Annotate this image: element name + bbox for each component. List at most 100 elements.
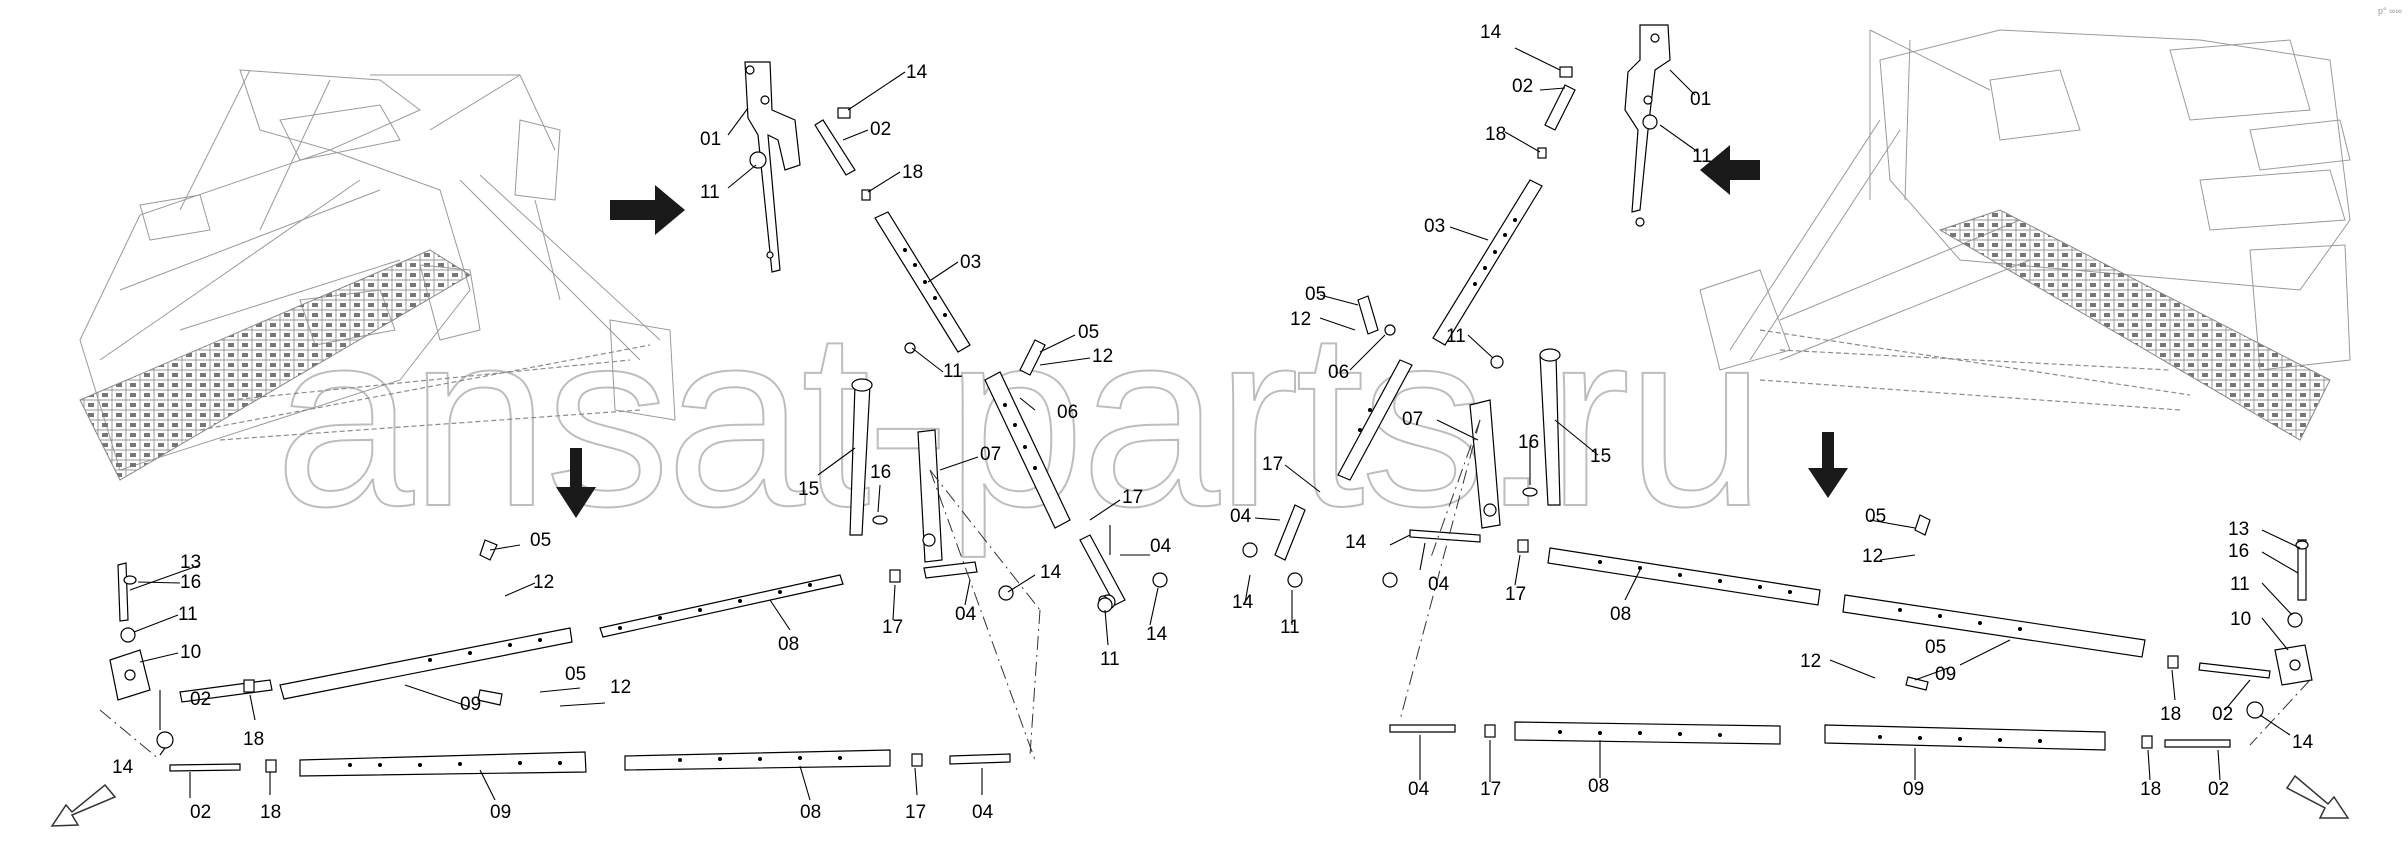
- callout-14: 14: [1146, 624, 1168, 645]
- callout-11: 11: [1446, 326, 1466, 347]
- part-01-bracket-right: [1624, 24, 1671, 227]
- part-07-right: [1469, 399, 1501, 529]
- callout-14: 14: [1232, 592, 1254, 613]
- construction-lines-left: [99, 469, 1041, 761]
- part-07-left: [917, 429, 943, 563]
- callout-02: 02: [190, 689, 211, 710]
- part-15-right: [1539, 348, 1561, 506]
- callout-02: 02: [870, 119, 891, 140]
- callout-06: 06: [1328, 362, 1349, 383]
- part-15-left: [849, 378, 873, 536]
- callout-04: 04: [1230, 506, 1252, 527]
- callout-10: 10: [2230, 609, 2251, 630]
- callout-17: 17: [1122, 487, 1143, 508]
- callout-13: 13: [180, 552, 201, 573]
- callout-11: 11: [178, 604, 198, 625]
- callout-02: 02: [2208, 779, 2229, 800]
- callout-14: 14: [1345, 532, 1367, 553]
- callout-18: 18: [1485, 124, 1506, 145]
- part-01-bracket: [744, 61, 801, 273]
- callout-02: 02: [2212, 704, 2233, 725]
- construction-lines-right: [1399, 419, 2311, 746]
- callout-16: 16: [870, 462, 891, 483]
- arrow-down-left-icon: [556, 448, 596, 518]
- callout-17: 17: [1480, 779, 1501, 800]
- callout-10: 10: [180, 642, 201, 663]
- callout-12: 12: [610, 677, 631, 698]
- callout-02: 02: [1512, 76, 1533, 97]
- callout-05: 05: [530, 530, 551, 551]
- callout-08: 08: [1588, 776, 1609, 797]
- callout-11: 11: [2230, 574, 2250, 595]
- callout-16: 16: [2228, 541, 2249, 562]
- callout-04: 04: [972, 802, 994, 823]
- callout-14: 14: [1480, 22, 1502, 43]
- callout-15: 15: [1590, 446, 1611, 467]
- callout-07: 07: [980, 444, 1001, 465]
- callout-05: 05: [565, 664, 586, 685]
- hollow-arrow-down-right-icon: [2285, 774, 2350, 819]
- callout-08: 08: [1610, 604, 1631, 625]
- part-03-link-left: [814, 119, 971, 353]
- callout-01: 01: [1690, 89, 1711, 110]
- callout-14: 14: [1040, 562, 1062, 583]
- callout-18: 18: [2140, 779, 2161, 800]
- callout-13: 13: [2228, 519, 2249, 540]
- callout-09: 09: [1903, 779, 1924, 800]
- part-03-link-right: [1274, 84, 1576, 561]
- callout-18: 18: [243, 729, 264, 750]
- callout-17: 17: [1262, 454, 1283, 475]
- corner-note: p° ∞∞: [2378, 6, 2402, 16]
- callout-14: 14: [112, 757, 134, 778]
- machine-right: [1699, 29, 2351, 441]
- callout-01: 01: [700, 129, 721, 150]
- callout-17: 17: [1505, 584, 1526, 605]
- callout-16: 16: [1518, 432, 1539, 453]
- callout-04: 04: [1408, 779, 1430, 800]
- callout-12: 12: [1862, 546, 1883, 567]
- arrow-down-right-icon: [1808, 432, 1848, 498]
- callout-05: 05: [1865, 506, 1886, 527]
- callout-11: 11: [943, 361, 963, 382]
- callout-04: 04: [1428, 574, 1450, 595]
- callout-12: 12: [533, 572, 554, 593]
- callout-09: 09: [490, 802, 511, 823]
- callout-02: 02: [190, 802, 211, 823]
- callout-11: 11: [700, 182, 720, 203]
- callout-12: 12: [1290, 309, 1311, 330]
- callout-15: 15: [798, 479, 819, 500]
- leader-lines: [129, 47, 2301, 801]
- rods-right-bottom: [1382, 514, 2313, 751]
- callout-12: 12: [1092, 346, 1113, 367]
- callout-09: 09: [460, 694, 481, 715]
- callout-11: 11: [1692, 146, 1712, 167]
- callout-04: 04: [1150, 536, 1172, 557]
- callout-18: 18: [902, 162, 923, 183]
- callout-04: 04: [955, 604, 977, 625]
- callout-08: 08: [800, 802, 821, 823]
- arrow-right-icon: [610, 185, 685, 235]
- callout-06: 06: [1057, 402, 1078, 423]
- callout-labels: 01 14 02 11 18 03 05 11 12 06 07 16 15 1…: [112, 22, 2314, 823]
- arrow-left-icon: [1700, 145, 1760, 195]
- callout-05: 05: [1305, 284, 1326, 305]
- callout-14: 14: [906, 62, 928, 83]
- callout-03: 03: [1424, 216, 1445, 237]
- callout-07: 07: [1402, 409, 1423, 430]
- small-parts-right: [1242, 66, 1573, 588]
- callout-03: 03: [960, 252, 981, 273]
- callout-18: 18: [260, 802, 281, 823]
- hollow-arrow-down-left-icon: [50, 783, 117, 827]
- small-parts-left: [749, 107, 1168, 613]
- callout-11: 11: [1280, 617, 1300, 638]
- callout-05: 05: [1925, 637, 1946, 658]
- callout-17: 17: [882, 617, 903, 638]
- callout-08: 08: [778, 634, 799, 655]
- callout-18: 18: [2160, 704, 2181, 725]
- part-06-link-left: [984, 371, 1126, 606]
- rods-left-bottom: [109, 539, 1014, 777]
- callout-05: 05: [1078, 322, 1099, 343]
- callout-09: 09: [1935, 664, 1956, 685]
- callout-14: 14: [2292, 732, 2314, 753]
